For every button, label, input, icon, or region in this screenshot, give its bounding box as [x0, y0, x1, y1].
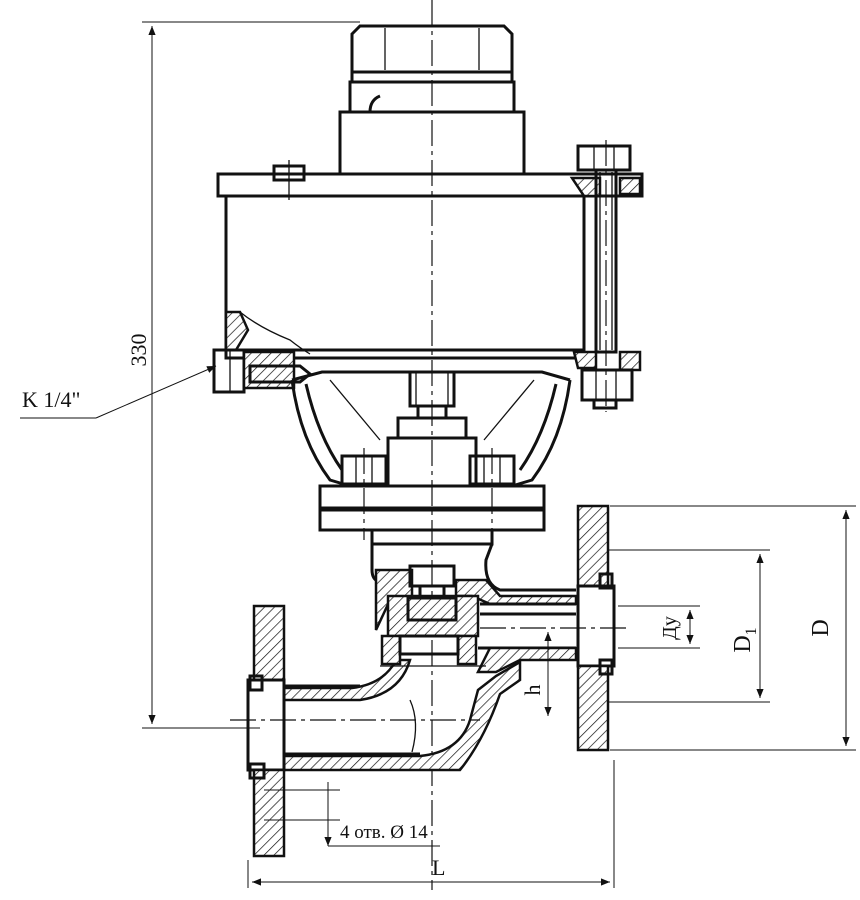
dim-holes: [264, 782, 440, 847]
dim-d: [610, 505, 856, 751]
outlet-flange: [480, 504, 630, 752]
dim-d1-label: D1: [730, 627, 760, 652]
valve-body: [282, 543, 578, 772]
bonnet-flange: [318, 484, 546, 546]
yoke: [290, 370, 572, 540]
dim-d-label: D: [808, 619, 834, 636]
dim-d1: [608, 549, 770, 703]
fitting-label: K 1/4": [22, 387, 80, 412]
dim-du: [618, 605, 700, 649]
dim-h-label: h: [520, 685, 545, 696]
inlet-flange: [230, 604, 480, 858]
dim-l-label: L: [432, 855, 445, 880]
holes-label: 4 отв. Ø 14: [340, 822, 428, 843]
dim-du-label: Ду: [659, 616, 681, 640]
actuator-body: [216, 160, 644, 372]
dim-l: [247, 760, 615, 888]
tie-rod: [576, 140, 634, 412]
dim-330-label: 330: [126, 334, 151, 367]
dim-330: [142, 21, 360, 729]
air-fitting: [212, 348, 313, 394]
fitting-leader: [20, 365, 217, 419]
